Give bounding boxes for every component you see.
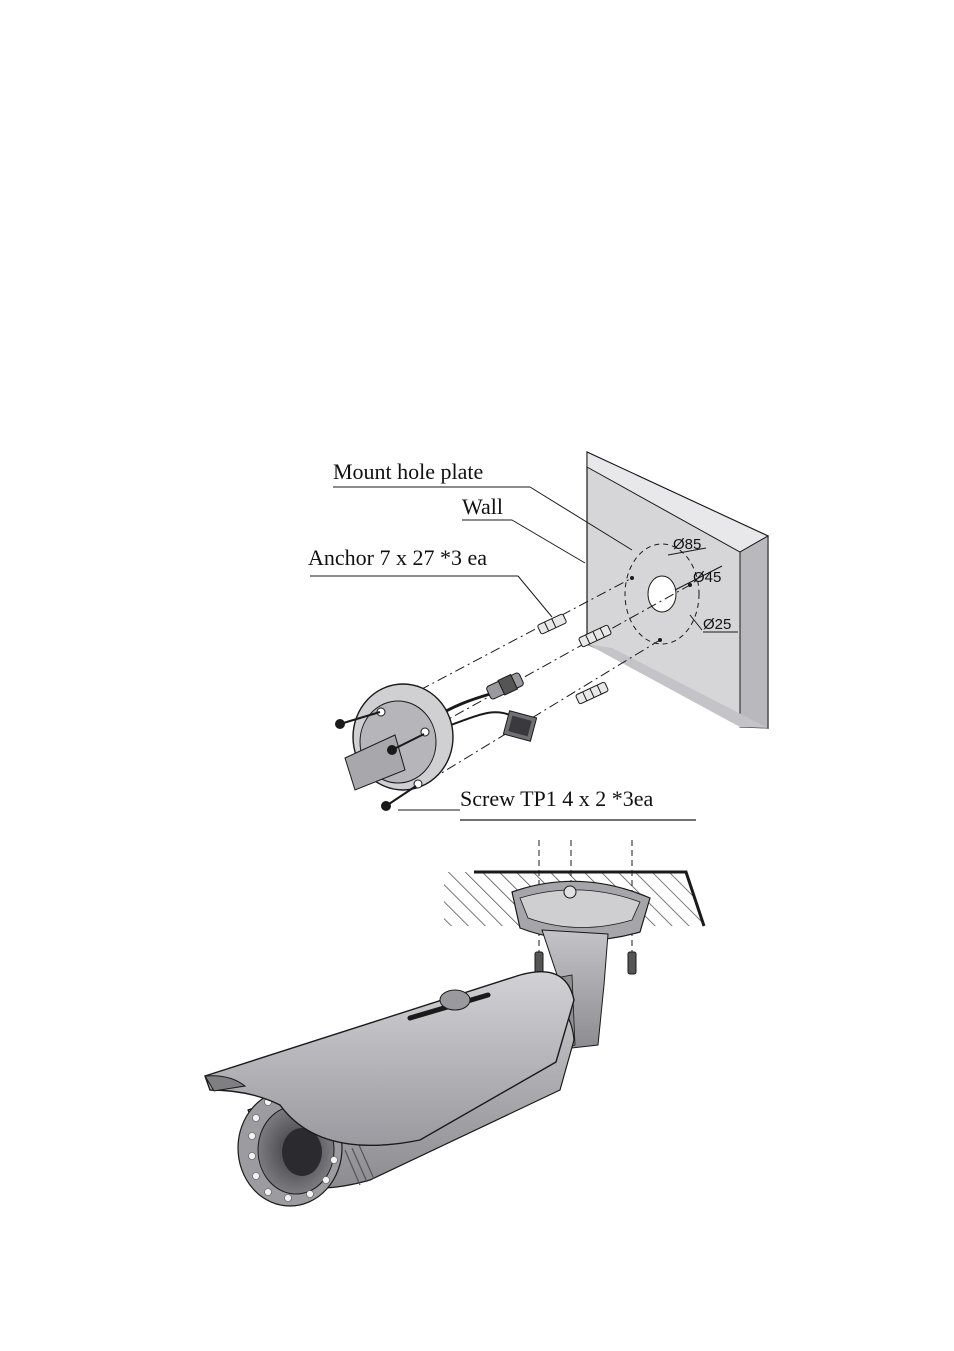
bracket-base [512,881,650,940]
label-screw: Screw TP1 4 x 2 *3ea [460,786,654,811]
wall-block [587,452,768,728]
dimension-85: Ø85 [673,536,701,553]
dimension-85-text: Ø85 [673,536,701,553]
label-wall: Wall [462,494,503,519]
camera-mount-base [345,684,453,790]
dimension-25-text: Ø25 [703,616,731,633]
label-anchor: Anchor 7 x 27 *3 ea [308,545,487,570]
label-mount-hole-plate: Mount hole plate [333,459,483,484]
dimension-45-text: Ø45 [693,569,721,586]
dimension-45: Ø45 [693,569,721,586]
